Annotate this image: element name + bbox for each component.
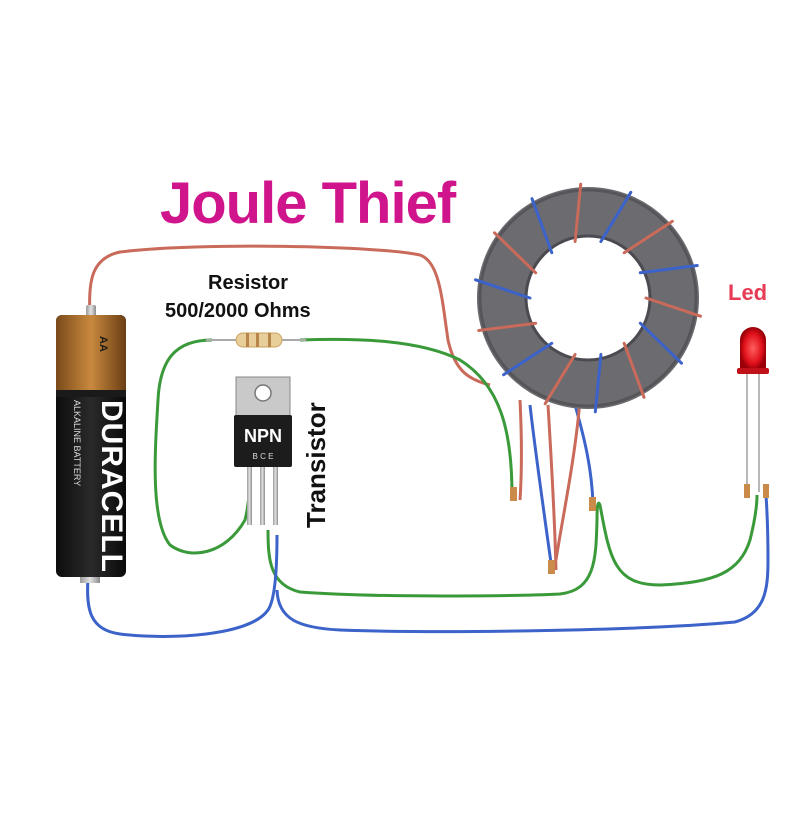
resistor xyxy=(206,332,306,348)
wire-end xyxy=(589,497,596,511)
led-label: Led xyxy=(728,280,768,305)
led xyxy=(737,327,769,498)
wire-green-resistor-base xyxy=(153,338,252,555)
coil-winding xyxy=(593,353,603,414)
coil-winding xyxy=(493,231,538,275)
coil-lead-blue-1 xyxy=(528,404,554,571)
coil-winding xyxy=(543,353,577,406)
coil-winding xyxy=(502,341,554,377)
coil-lead-red-3 xyxy=(554,399,582,561)
coil-winding xyxy=(474,278,532,300)
battery-size: AA xyxy=(97,336,109,352)
coil-winding xyxy=(530,197,554,255)
wire-end xyxy=(510,487,517,501)
transistor-label: Transistor xyxy=(301,402,331,528)
wire-blue-ground xyxy=(86,494,770,638)
toroid-coil xyxy=(474,182,702,414)
wire-end xyxy=(548,560,555,574)
coil-winding xyxy=(622,341,646,399)
coil-winding xyxy=(638,321,683,365)
coil-winding xyxy=(477,321,538,332)
npn-transistor: NPN B C E xyxy=(234,376,292,525)
wire-green-collector-led xyxy=(266,494,759,598)
battery-brand: DURACELL xyxy=(95,400,128,573)
wire-green-resistor-coil xyxy=(299,337,514,496)
coil-winding xyxy=(622,219,674,255)
diagram-title: Joule Thief xyxy=(160,171,456,236)
wire-red-battery-to-coil xyxy=(88,244,491,387)
coil-lead-red-1 xyxy=(518,399,523,501)
coil-winding xyxy=(599,190,633,243)
resistor-value-label: 500/2000 Ohms xyxy=(165,300,311,322)
coil-winding xyxy=(638,264,699,275)
coil-winding xyxy=(573,182,583,243)
transistor-pins: B C E xyxy=(253,452,274,461)
battery-subtitle: ALKALINE BATTERY xyxy=(72,400,82,486)
resistor-label: Resistor xyxy=(208,272,289,294)
aa-battery: DURACELL ALKALINE BATTERY AA xyxy=(56,305,128,583)
transistor-type: NPN xyxy=(244,426,282,446)
coil-winding xyxy=(644,296,702,318)
